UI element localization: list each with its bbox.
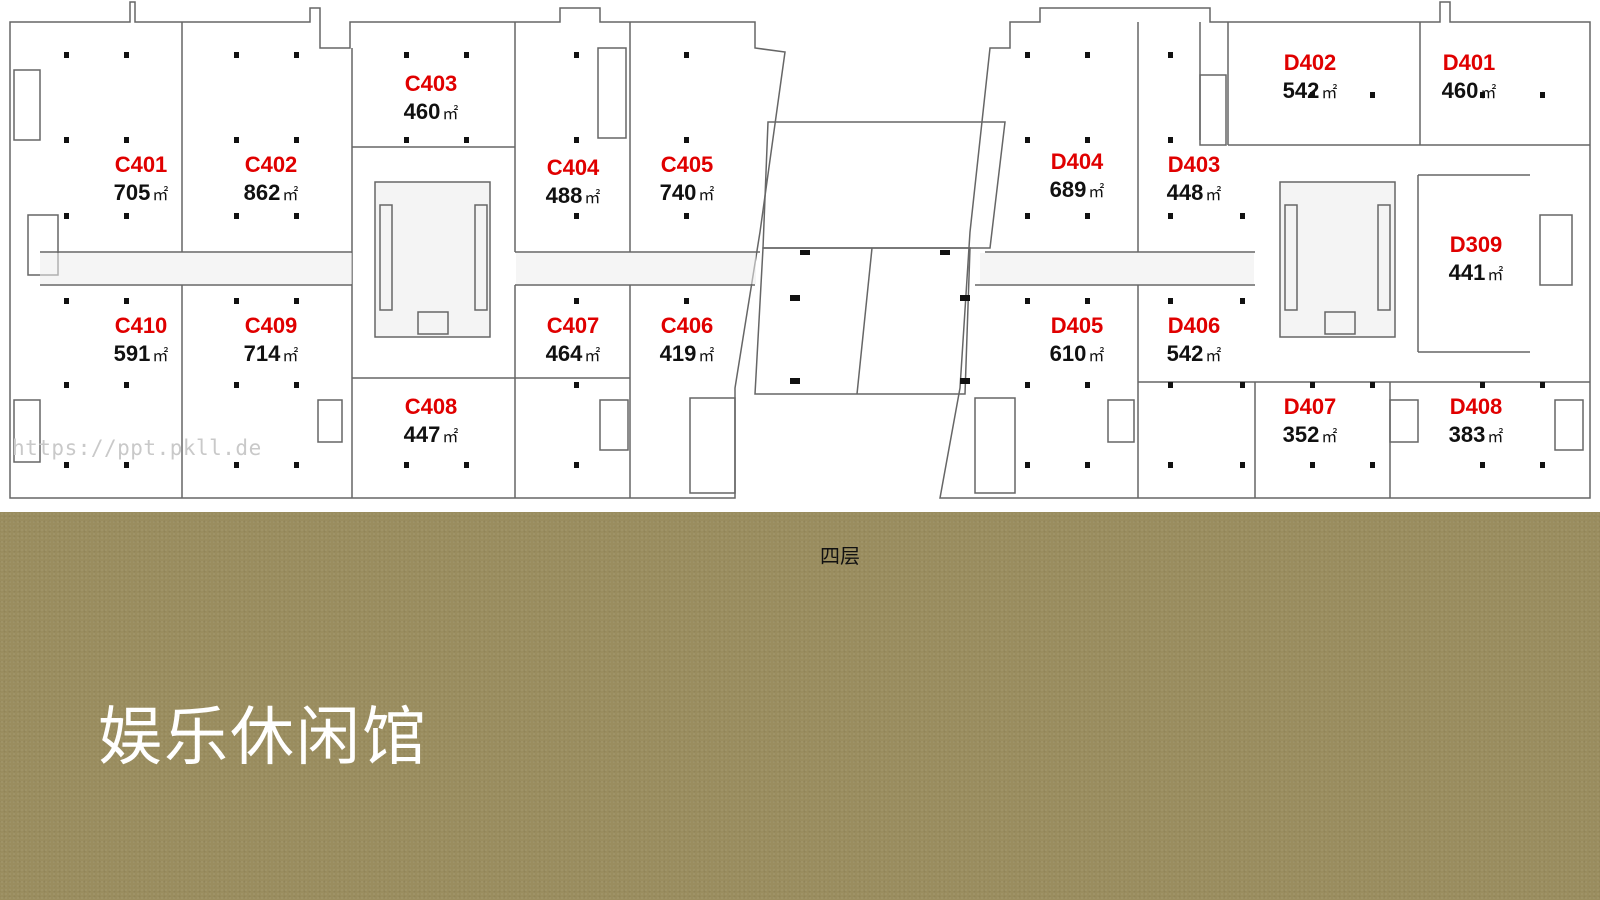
- unit-code: C409: [244, 313, 298, 338]
- floor-plan-drawing: [9, 1, 1591, 499]
- atrium-c: [374, 181, 491, 338]
- building-d-outline: [939, 1, 1591, 499]
- unit-code: C405: [660, 152, 714, 177]
- unit-code: C404: [546, 155, 600, 180]
- unit-code: D407: [1283, 394, 1337, 419]
- unit-code: D403: [1167, 152, 1221, 177]
- unit-code: C407: [546, 313, 600, 338]
- unit-code: D406: [1167, 313, 1221, 338]
- unit-code: C406: [660, 313, 714, 338]
- stair-c-west: [13, 69, 41, 141]
- floor-label: 四层: [820, 544, 860, 568]
- atrium-d: [1279, 181, 1396, 338]
- watermark-text: https://ppt.pkll.de: [12, 436, 262, 460]
- unit-code: D309: [1449, 232, 1503, 257]
- unit-code: C408: [404, 394, 458, 419]
- unit-code: D404: [1050, 149, 1104, 174]
- title-band: [0, 512, 1600, 900]
- unit-code: D405: [1050, 313, 1104, 338]
- unit-code: D402: [1283, 50, 1337, 75]
- unit-code: D401: [1442, 50, 1496, 75]
- bridge: [762, 121, 1006, 249]
- stair-d-east: [1539, 214, 1573, 286]
- page-title: 娱乐休闲馆: [98, 701, 428, 775]
- unit-code: C403: [404, 71, 458, 96]
- unit-code: D408: [1449, 394, 1503, 419]
- unit-code: C401: [114, 152, 168, 177]
- unit-code: C410: [114, 313, 168, 338]
- unit-code: C402: [244, 152, 298, 177]
